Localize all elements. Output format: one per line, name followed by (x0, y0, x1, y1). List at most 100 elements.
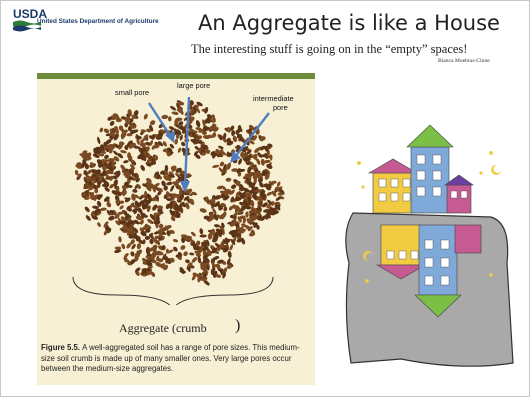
soil-particle (118, 142, 124, 150)
soil-particle (83, 170, 88, 176)
soil-particle (153, 244, 158, 251)
soil-particle (213, 127, 219, 132)
soil-particle (226, 258, 231, 265)
soil-particle (171, 111, 179, 115)
soil-particle (179, 126, 186, 131)
aggregate-label-paren: ) (235, 317, 241, 334)
soil-particle (250, 199, 255, 207)
soil-particle (248, 215, 256, 219)
soil-particle (195, 106, 201, 114)
soil-particle (114, 246, 122, 250)
soil-particle (133, 145, 139, 149)
arrow-large-pore-head (180, 181, 190, 193)
soil-particle (204, 107, 209, 114)
soil-particle (134, 194, 140, 199)
soil-particle (82, 150, 88, 154)
soil-particle (172, 181, 179, 187)
soil-particle (172, 239, 179, 243)
soil-particle (264, 173, 270, 180)
soil-particle (153, 238, 159, 245)
soil-particle (229, 220, 237, 227)
soil-particle (139, 219, 144, 225)
soil-particle (123, 160, 129, 164)
soil-particle (156, 174, 161, 180)
soil-particle (106, 209, 111, 216)
soil-particle (226, 264, 233, 269)
soil-particle (130, 239, 135, 245)
soil-particle (127, 109, 132, 116)
soil-particle (151, 134, 156, 140)
soil-particle (166, 181, 173, 186)
soil-particle (228, 229, 236, 235)
caption-area: Aggregate (crumb ) Figure 5.5. A well-ag… (37, 305, 315, 385)
soil-particle (90, 210, 96, 217)
soil-particle (105, 133, 111, 137)
soil-particle (237, 216, 242, 223)
soil-particle (149, 120, 156, 126)
soil-particle (161, 231, 167, 236)
soil-particle (168, 126, 175, 131)
soil-particle (99, 144, 105, 150)
soil-particle (260, 145, 266, 150)
soil-particle (158, 232, 163, 238)
soil-particle (195, 120, 201, 128)
soil-particle (242, 216, 246, 224)
soil-particle (186, 195, 190, 202)
soil-particle (239, 226, 244, 233)
soil-particle (212, 152, 216, 159)
soil-particle (199, 234, 207, 238)
soil-particle (143, 134, 149, 141)
soil-particle (232, 135, 238, 143)
soil-particle (74, 169, 79, 176)
arrow-large-pore (183, 96, 191, 186)
soil-particle (178, 184, 183, 192)
soil-particle (206, 116, 211, 124)
soil-particle (169, 257, 175, 263)
soil-particle (84, 156, 92, 161)
soil-particle (177, 101, 185, 106)
soil-particle (158, 131, 163, 138)
soil-particle (157, 228, 165, 233)
soil-particle (134, 252, 140, 258)
stars-moons (357, 151, 501, 189)
soil-aggregate-figure: small pore large pore intermediate pore … (37, 73, 315, 385)
soil-particle (226, 127, 231, 133)
soil-particle (277, 192, 284, 196)
aggregate-label: Aggregate (crumb (119, 321, 207, 335)
soil-particle (136, 137, 140, 145)
soil-particle (87, 191, 94, 196)
soil-particle (267, 183, 272, 189)
soil-particle (124, 197, 131, 203)
soil-particle (235, 180, 241, 187)
soil-particle (175, 167, 182, 173)
soil-particle (269, 154, 273, 161)
soil-particle (209, 198, 216, 203)
soil-particle (175, 129, 182, 136)
soil-particle (211, 261, 215, 267)
soil-particle (169, 143, 175, 149)
soil-particle (220, 202, 227, 208)
soil-particle (218, 134, 223, 141)
soil-particle (203, 215, 211, 220)
soil-particle (109, 183, 115, 189)
soil-particle (250, 206, 255, 213)
soil-particle (136, 250, 142, 254)
soil-particle (92, 184, 98, 189)
soil-particle (156, 205, 164, 210)
attribution: Bianca Moebius-Clune (438, 58, 490, 64)
soil-particle (230, 238, 236, 246)
soil-particle (93, 147, 99, 155)
soil-particle (152, 204, 158, 211)
figure-top-bar (37, 73, 315, 79)
soil-particle (221, 222, 225, 228)
soil-particle (203, 244, 209, 251)
soil-particle (271, 180, 277, 184)
soil-particle (103, 196, 110, 202)
soil-particle (273, 201, 281, 206)
soil-particle (218, 145, 224, 150)
soil-particle (157, 250, 164, 256)
soil-particle (210, 268, 215, 276)
soil-particle (184, 236, 190, 241)
soil-particle (127, 207, 132, 212)
